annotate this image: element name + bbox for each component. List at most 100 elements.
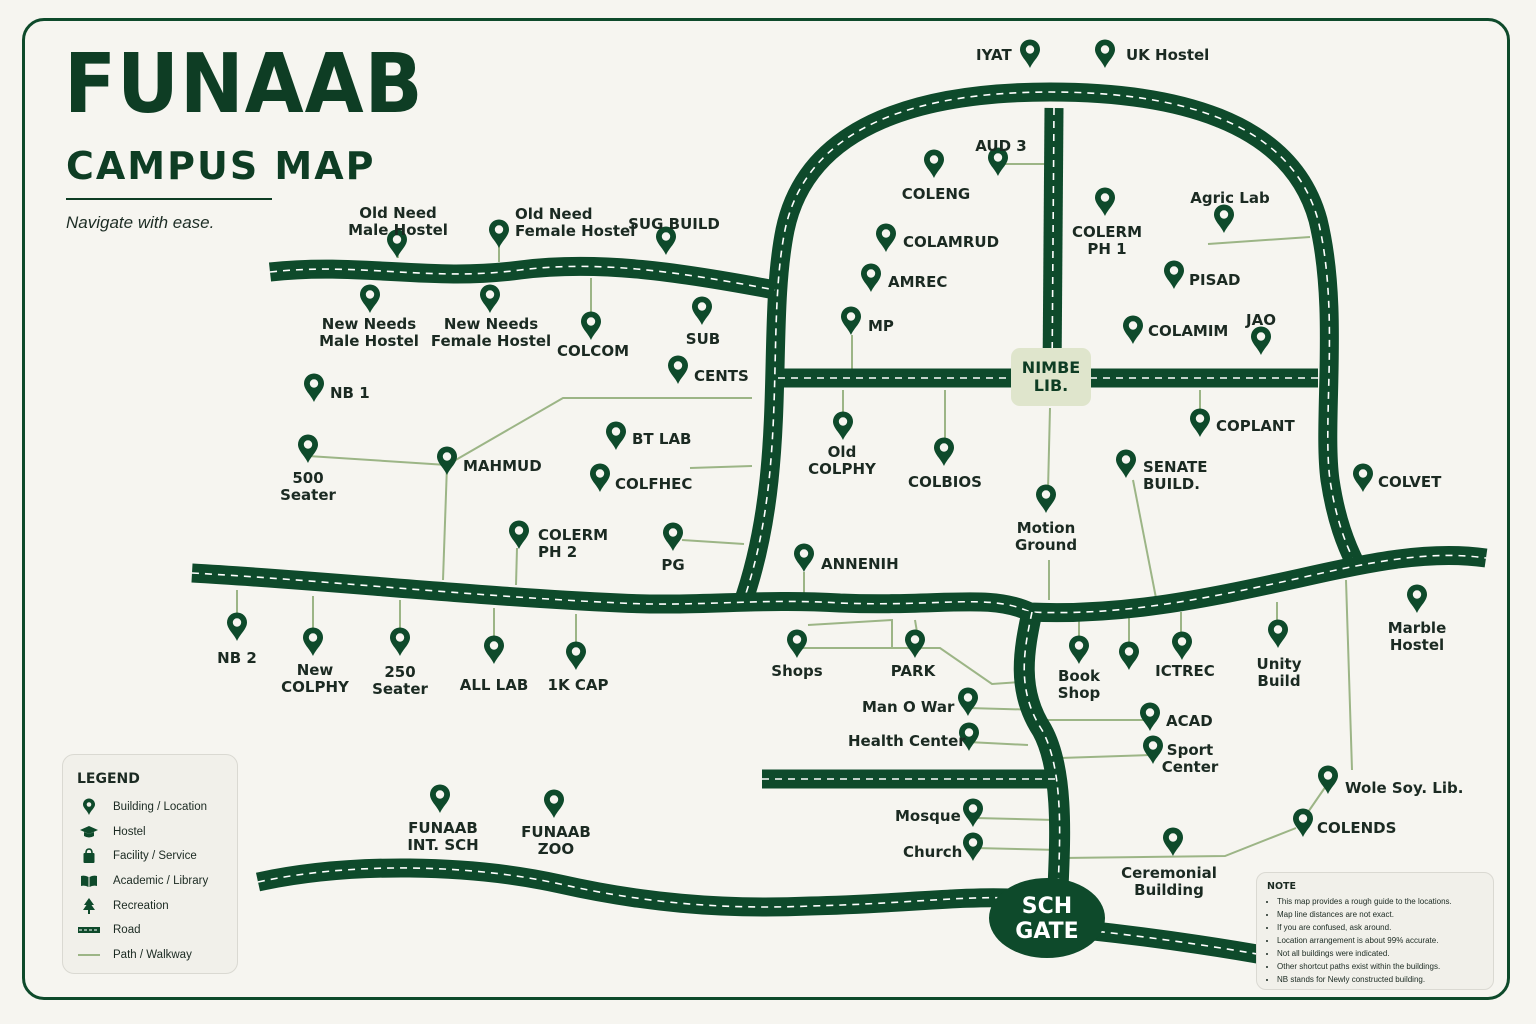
- new-colphy-label[interactable]: New COLPHY: [281, 661, 349, 696]
- 500-seater-pin[interactable]: [297, 434, 319, 464]
- shops-pin[interactable]: [786, 629, 808, 659]
- new-needs-female-hostel-label[interactable]: New Needs Female Hostel: [430, 315, 552, 350]
- iyat-pin[interactable]: [1019, 39, 1041, 69]
- all-lab-label[interactable]: ALL LAB: [459, 676, 529, 694]
- jao-pin[interactable]: [1250, 326, 1272, 356]
- colamim-pin[interactable]: [1122, 315, 1144, 345]
- aud-3-label[interactable]: AUD 3: [975, 137, 1027, 155]
- sug-build-pin[interactable]: [655, 226, 677, 256]
- marble-hostel-pin[interactable]: [1406, 584, 1428, 614]
- acad-pin[interactable]: [1139, 702, 1161, 732]
- coplant-pin[interactable]: [1189, 408, 1211, 438]
- book-shop-label[interactable]: Book Shop: [1057, 667, 1101, 702]
- mahmud-pin[interactable]: [436, 446, 458, 476]
- colvet-pin[interactable]: [1352, 463, 1374, 493]
- colcom-label[interactable]: COLCOM: [556, 342, 630, 360]
- aud-3-pin[interactable]: [987, 147, 1009, 177]
- colends-pin[interactable]: [1292, 808, 1314, 838]
- old-colphy-pin[interactable]: [832, 411, 854, 441]
- sub-label[interactable]: SUB: [685, 330, 721, 348]
- colamrud-label[interactable]: COLAMRUD: [903, 233, 1000, 251]
- pisad-pin[interactable]: [1163, 260, 1185, 290]
- colamrud-pin[interactable]: [875, 223, 897, 253]
- marble-hostel-label[interactable]: Marble Hostel: [1387, 619, 1447, 654]
- agric-lab-label[interactable]: Agric Lab: [1190, 189, 1270, 207]
- colfhec-pin[interactable]: [589, 463, 611, 493]
- 250-seater-pin[interactable]: [389, 627, 411, 657]
- new-needs-male-hostel-pin[interactable]: [359, 284, 381, 314]
- amrec-pin[interactable]: [860, 263, 882, 293]
- funaab-int-sch-label[interactable]: FUNAAB INT. SCH: [407, 819, 479, 854]
- sug-build-label[interactable]: SUG BUILD: [628, 215, 720, 233]
- colamim-label[interactable]: COLAMIM: [1148, 322, 1229, 340]
- funaab-int-sch-pin[interactable]: [429, 784, 451, 814]
- pisad-label[interactable]: PISAD: [1189, 271, 1241, 289]
- colbios-label[interactable]: COLBIOS: [908, 473, 982, 491]
- health-center-pin[interactable]: [958, 722, 980, 752]
- colerm-ph-1-pin[interactable]: [1094, 187, 1116, 217]
- man-o-war-label[interactable]: Man O War: [862, 698, 955, 716]
- funaab-zoo-pin[interactable]: [543, 789, 565, 819]
- unnamed-pin-pin[interactable]: [1118, 641, 1140, 671]
- new-colphy-pin[interactable]: [302, 627, 324, 657]
- ictrec-pin[interactable]: [1171, 631, 1193, 661]
- sport-center-label[interactable]: Sport Center: [1161, 741, 1219, 776]
- park-pin[interactable]: [904, 629, 926, 659]
- new-needs-male-hostel-label[interactable]: New Needs Male Hostel: [319, 315, 419, 350]
- nb-2-pin[interactable]: [226, 612, 248, 642]
- wole-soy-lib-label[interactable]: Wole Soy. Lib.: [1345, 779, 1464, 797]
- ceremonial-building-label[interactable]: Ceremonial Building: [1121, 864, 1217, 899]
- colbios-pin[interactable]: [933, 437, 955, 467]
- mosque-pin[interactable]: [962, 798, 984, 828]
- sport-center-pin[interactable]: [1142, 735, 1164, 765]
- colerm-ph-2-label[interactable]: COLERM PH 2: [538, 526, 609, 561]
- ictrec-label[interactable]: ICTREC: [1155, 662, 1215, 680]
- cents-label[interactable]: CENTS: [694, 367, 749, 385]
- colfhec-label[interactable]: COLFHEC: [615, 475, 693, 493]
- book-shop-pin[interactable]: [1068, 635, 1090, 665]
- all-lab-pin[interactable]: [483, 635, 505, 665]
- old-need-female-hostel-label[interactable]: Old Need Female Hostel: [515, 205, 636, 240]
- coleng-label[interactable]: COLENG: [901, 185, 971, 203]
- annenih-label[interactable]: ANNENIH: [821, 555, 899, 573]
- funaab-zoo-label[interactable]: FUNAAB ZOO: [521, 823, 591, 858]
- annenih-pin[interactable]: [793, 543, 815, 573]
- acad-label[interactable]: ACAD: [1166, 712, 1213, 730]
- agric-lab-pin[interactable]: [1213, 204, 1235, 234]
- 500-seater-label[interactable]: 500 Seater: [280, 469, 336, 504]
- new-needs-female-hostel-pin[interactable]: [479, 284, 501, 314]
- mosque-label[interactable]: Mosque: [895, 807, 961, 825]
- colends-label[interactable]: COLENDS: [1317, 819, 1397, 837]
- park-label[interactable]: PARK: [890, 662, 936, 680]
- old-colphy-label[interactable]: Old COLPHY: [808, 443, 876, 478]
- sub-pin[interactable]: [691, 296, 713, 326]
- health-center-label[interactable]: Health Center: [848, 732, 966, 750]
- church-pin[interactable]: [962, 832, 984, 862]
- man-o-war-pin[interactable]: [957, 687, 979, 717]
- wole-soy-lib-pin[interactable]: [1317, 765, 1339, 795]
- unity-build-pin[interactable]: [1267, 619, 1289, 649]
- shops-label[interactable]: Shops: [771, 662, 823, 680]
- iyat-label[interactable]: IYAT: [976, 46, 1012, 64]
- bt-lab-pin[interactable]: [605, 421, 627, 451]
- nb-2-label[interactable]: NB 2: [217, 649, 257, 667]
- coleng-pin[interactable]: [923, 149, 945, 179]
- colerm-ph-2-pin[interactable]: [508, 520, 530, 550]
- 1k-cap-pin[interactable]: [565, 641, 587, 671]
- pg-label[interactable]: PG: [661, 556, 685, 574]
- colerm-ph-1-label[interactable]: COLERM PH 1: [1071, 223, 1143, 258]
- nb-1-label[interactable]: NB 1: [330, 384, 370, 402]
- cents-pin[interactable]: [667, 355, 689, 385]
- amrec-label[interactable]: AMREC: [888, 273, 948, 291]
- uk-hostel-pin[interactable]: [1094, 39, 1116, 69]
- colcom-pin[interactable]: [580, 311, 602, 341]
- coplant-label[interactable]: COPLANT: [1216, 417, 1295, 435]
- senate-build-label[interactable]: SENATE BUILD.: [1143, 458, 1208, 493]
- unity-build-label[interactable]: Unity Build: [1256, 655, 1302, 690]
- old-need-male-hostel-label[interactable]: Old Need Male Hostel: [348, 204, 448, 239]
- ceremonial-building-pin[interactable]: [1162, 827, 1184, 857]
- church-label[interactable]: Church: [903, 843, 963, 861]
- motion-ground-label[interactable]: Motion Ground: [1014, 519, 1078, 554]
- uk-hostel-label[interactable]: UK Hostel: [1126, 46, 1210, 64]
